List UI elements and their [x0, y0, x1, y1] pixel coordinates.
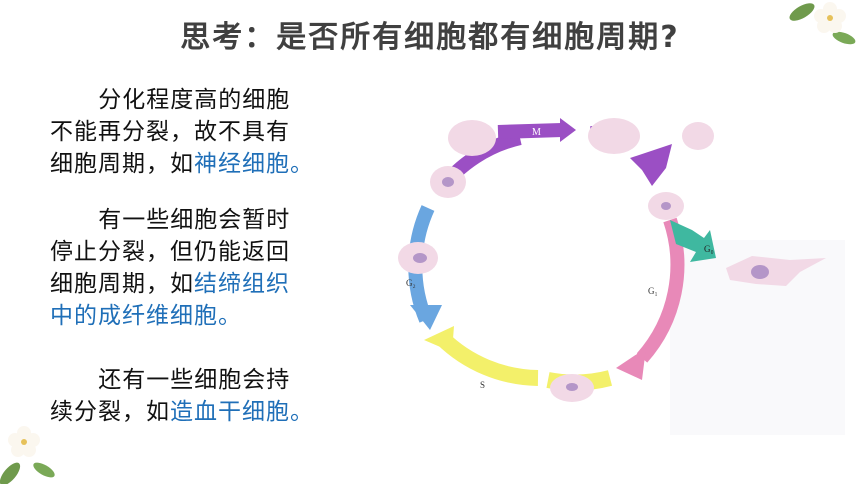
nucleus-g1-start — [661, 202, 671, 210]
flower-decoration-top-right — [789, 2, 856, 45]
p3-line1: 还有一些细胞会持 — [98, 367, 291, 393]
p1-line2: 不能再分裂，故不具有 — [50, 119, 290, 145]
p3-highlight: 造血干细胞 — [170, 399, 290, 425]
p2-highlight2: 中的成纤维细胞 — [50, 303, 218, 329]
p1-line3-text: 细胞周期，如 — [50, 151, 194, 177]
g0-arrow — [670, 220, 716, 262]
m-arrowhead — [560, 118, 576, 142]
p2-line3-text: 细胞周期，如 — [50, 271, 194, 297]
paragraph-continuous: 还有一些细胞会持 续分裂，如造血干细胞。 — [50, 364, 370, 428]
p1-line3: 细胞周期，如神经细胞。 — [50, 148, 370, 180]
paragraph-temporary: 有一些细胞会暂时 停止分裂，但仍能返回 细胞周期，如结缔组织 中的成纤维细胞。 — [50, 204, 370, 332]
p1-highlight: 神经细胞 — [194, 151, 290, 177]
p2-line4: 中的成纤维细胞。 — [50, 300, 370, 332]
p2-line1: 有一些细胞会暂时 — [98, 207, 291, 233]
m-arc-top — [497, 123, 563, 139]
g1-arrowhead — [616, 348, 646, 380]
nucleus-g2-top — [442, 177, 454, 187]
label-g2: G₂ — [406, 278, 416, 288]
s-arc — [436, 332, 539, 386]
p2-tail: 。 — [218, 303, 242, 329]
p1-line1: 分化程度高的细胞 — [98, 87, 291, 113]
p2-line3: 细胞周期，如结缔组织 — [50, 268, 370, 300]
nucleus-g2-mid — [413, 253, 427, 263]
p3-line2: 续分裂，如造血干细胞。 — [50, 396, 370, 428]
cell-m-left — [448, 120, 496, 156]
label-g1: G₁ — [648, 286, 658, 296]
nucleus-fibroblast — [751, 265, 769, 279]
p2-highlight: 结缔组织 — [194, 271, 290, 297]
cytokinesis-arrow — [630, 144, 672, 186]
cell-top-right — [682, 122, 714, 150]
label-s: S — [480, 380, 485, 390]
nucleus-s — [566, 383, 578, 391]
g2-arrowhead — [410, 305, 442, 330]
p3-line2-text: 续分裂，如 — [50, 399, 170, 425]
s-arrowhead — [424, 326, 454, 352]
paragraph-differentiated: 分化程度高的细胞 不能再分裂，故不具有 细胞周期，如神经细胞。 — [50, 84, 370, 180]
p3-tail: 。 — [290, 399, 314, 425]
label-m: M — [532, 127, 541, 138]
p2-line2: 停止分裂，但仍能返回 — [50, 239, 290, 265]
slide-title: 思考：是否所有细胞都有细胞周期? — [180, 20, 680, 55]
cell-cycle-diagram: M G₁ S G₂ G₀ — [398, 118, 845, 435]
cell-m-right — [588, 118, 640, 154]
flower-decoration-bottom-left — [0, 426, 55, 484]
p1-tail: 。 — [290, 151, 314, 177]
fibroblast-cell — [726, 256, 826, 286]
label-g0: G₀ — [704, 244, 714, 254]
